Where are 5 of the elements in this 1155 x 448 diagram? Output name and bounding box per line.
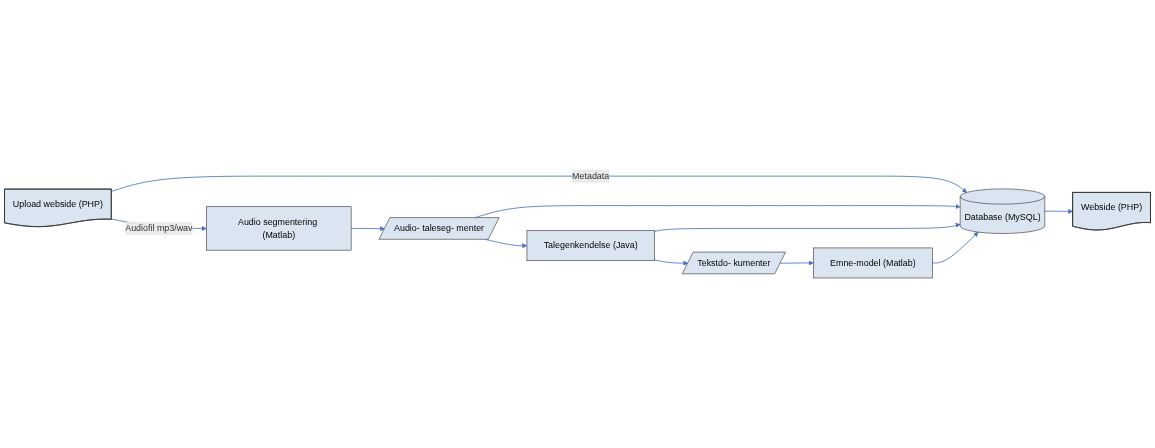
- node-box: Audio segmentering (Matlab): [206, 206, 352, 251]
- edge-label: Metadata: [572, 171, 610, 181]
- node-box: Talegenkendelse (Java): [526, 230, 655, 262]
- edge-label: Audiofil mp3/wav: [125, 223, 193, 234]
- node-box: Emne-model (Matlab): [813, 247, 933, 279]
